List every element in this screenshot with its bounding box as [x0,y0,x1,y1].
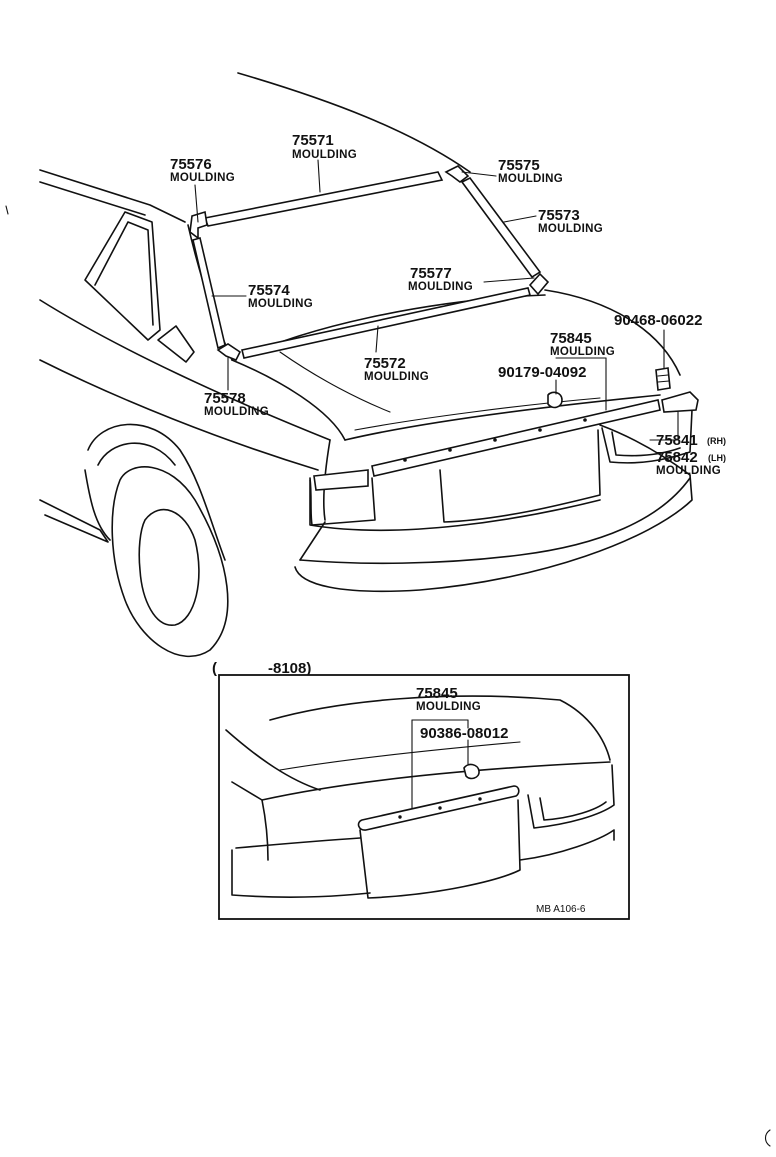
part-number: 75845 [416,685,458,702]
moulding-lh-shape [313,469,369,491]
part-label: MOULDING [416,701,481,713]
clip-90468-shape [655,367,671,391]
part-number: 75845 [550,330,592,347]
callout-75841: 75841 (RH) [656,432,726,449]
part-label: MOULDING [292,149,357,161]
part-label: MOULDING [408,281,473,293]
part-label: MOULDING [170,172,235,184]
corner-mark [764,1129,771,1147]
inset-panel: ( -8108) 75845 MOULDING 90386-08012 [212,660,630,920]
callout-75578: 75578 MOULDING [204,390,269,418]
part-number: 75576 [170,156,212,173]
callout-90179: 90179-04092 [498,364,586,381]
moulding-75574-shape [192,237,226,350]
window-mouldings [189,165,550,362]
inset-callout-90386: 90386-08012 [420,725,508,742]
part-label: MOULDING [248,298,313,310]
callout-75575: 75575 MOULDING [498,157,563,185]
part-number: 75577 [410,265,452,282]
figure-code: MB A106-6 [536,904,586,915]
moulding-75841-shape [661,391,699,413]
moulding-75577-shape [528,272,550,296]
part-label: MOULDING [538,223,603,235]
clip-90179-shape [547,391,563,409]
trunk-mouldings [313,367,699,491]
part-label: MOULDING [204,406,269,418]
part-number: 75575 [498,157,540,174]
part-label: MOULDING [498,173,563,185]
part-number: 75571 [292,132,334,149]
inset-range: -8108) [268,660,311,677]
part-number: 75842 [656,449,698,466]
inset-clip-90386-shape [463,763,480,780]
part-number: 75578 [204,390,246,407]
inset-callout-75845: 75845 MOULDING [416,685,481,713]
moulding-75575-shape [444,165,470,183]
part-number: 90468-06022 [614,312,702,329]
callout-75574: 75574 MOULDING [248,282,313,310]
moulding-75572-shape [241,287,532,359]
callout-75576: 75576 MOULDING [170,156,235,184]
part-number: 75572 [364,355,406,372]
callout-75571: 75571 MOULDING [292,132,357,161]
moulding-75573-shape [460,176,542,279]
callout-75842: 75842 (LH) MOULDING [656,449,726,477]
inset-range-open: ( [212,660,217,677]
part-number: 75841 [656,432,698,449]
moulding-75578-shape [216,343,242,362]
callout-75577: 75577 MOULDING [408,265,473,293]
callout-75572: 75572 MOULDING [364,355,429,383]
callout-90468: 90468-06022 [614,312,702,329]
part-label: MOULDING [550,346,615,358]
moulding-75845-shape [371,399,661,477]
part-number: 90179-04092 [498,364,586,381]
part-number: 75574 [248,282,290,299]
part-number: 90386-08012 [420,725,508,742]
part-label: MOULDING [656,465,721,477]
side-rh: (RH) [707,436,726,446]
moulding-75571-shape [203,171,444,227]
part-number: 75573 [538,207,580,224]
side-lh: (LH) [708,453,726,463]
moulding-75576-shape [189,210,208,240]
callout-75573: 75573 MOULDING [538,207,603,235]
callout-75845: 75845 MOULDING [550,330,615,358]
stray-mark [5,205,9,215]
leader-lines [194,159,679,441]
part-label: MOULDING [364,371,429,383]
